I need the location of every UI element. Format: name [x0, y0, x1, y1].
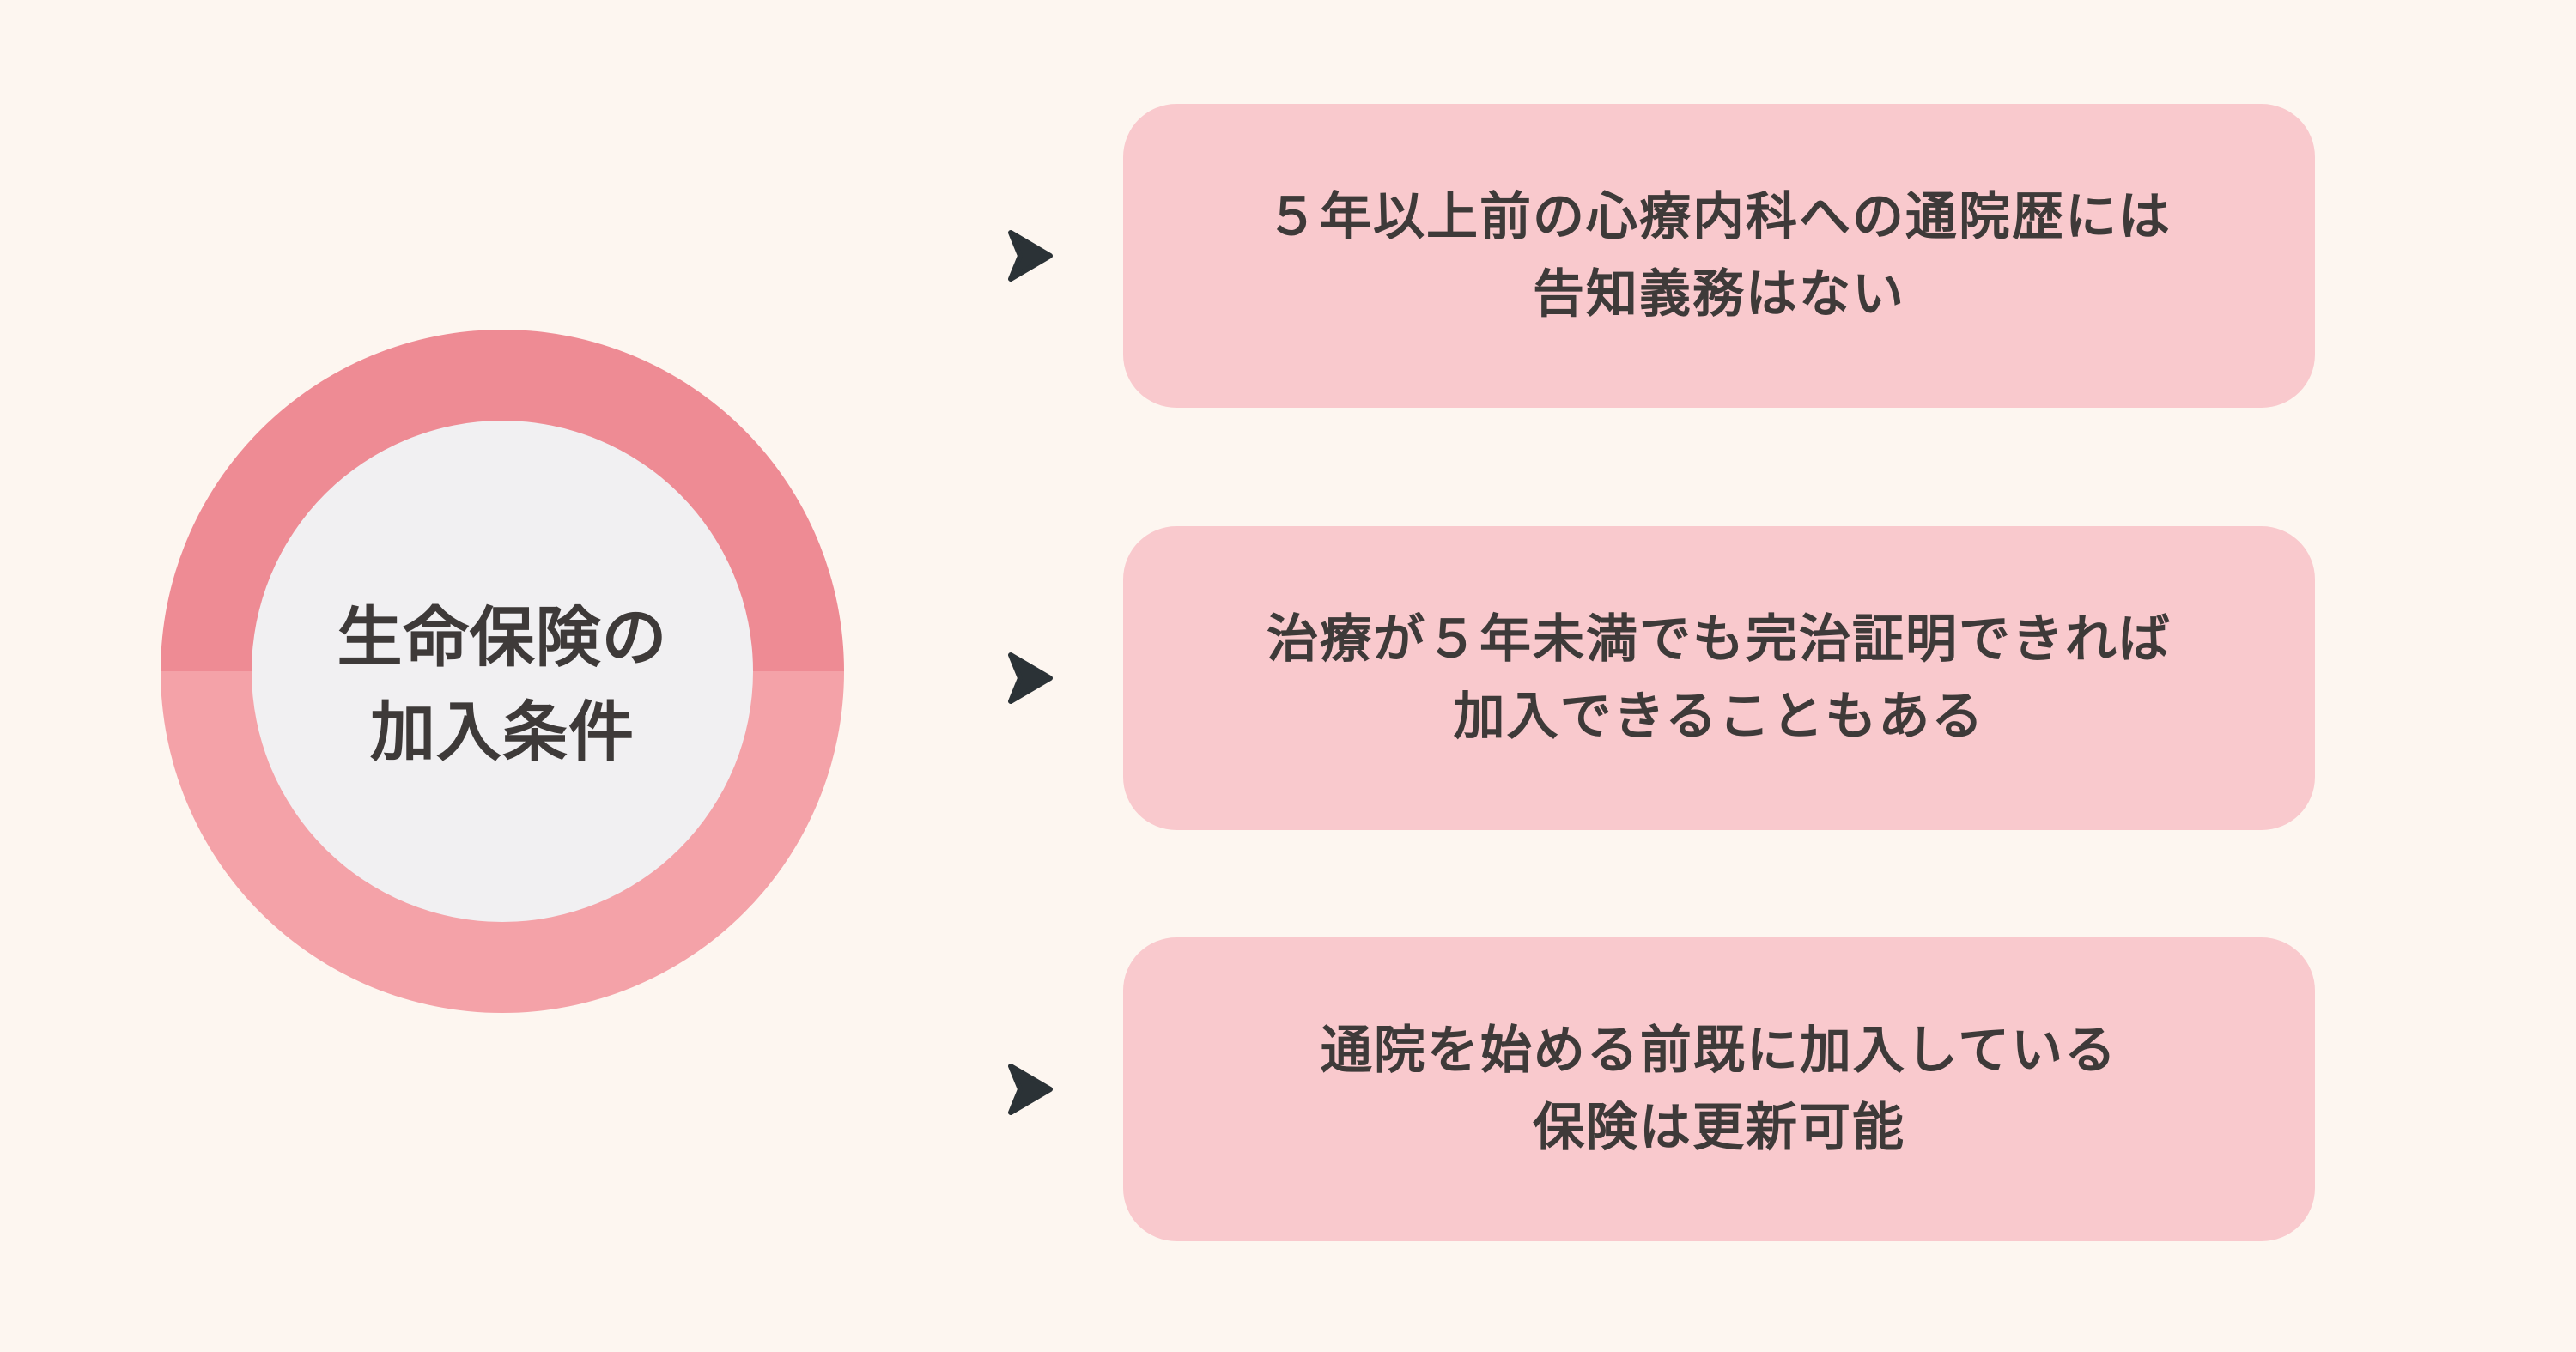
condition-box-3-line-2: 保険は更新可能	[1533, 1099, 1905, 1156]
condition-box-2-line-2: 加入できることもある	[1453, 688, 1985, 745]
condition-box-2: 治療が５年未満でも完治証明できれば 加入できることもある	[1123, 526, 2315, 830]
right-arrowhead-icon	[1008, 230, 1053, 282]
condition-box-1-line-1: ５年以上前の心療内科への通院歴には	[1267, 188, 2172, 246]
condition-box-1-line-2: 告知義務はない	[1533, 265, 1905, 323]
right-arrowhead-icon	[1008, 1064, 1053, 1115]
hub-title-line-2: 加入条件	[370, 696, 635, 769]
condition-box-1: ５年以上前の心療内科への通院歴には 告知義務はない	[1123, 104, 2315, 408]
condition-box-2-line-1: 治療が５年未満でも完治証明できれば	[1267, 610, 2172, 668]
condition-box-3-line-1: 通院を始める前既に加入している	[1320, 1022, 2118, 1079]
hub-title-line-1: 生命保険の	[337, 602, 668, 675]
hub-inner-circle: 生命保険の 加入条件	[252, 421, 753, 922]
condition-box-3: 通院を始める前既に加入している 保険は更新可能	[1123, 937, 2315, 1241]
right-arrowhead-icon	[1008, 652, 1053, 704]
